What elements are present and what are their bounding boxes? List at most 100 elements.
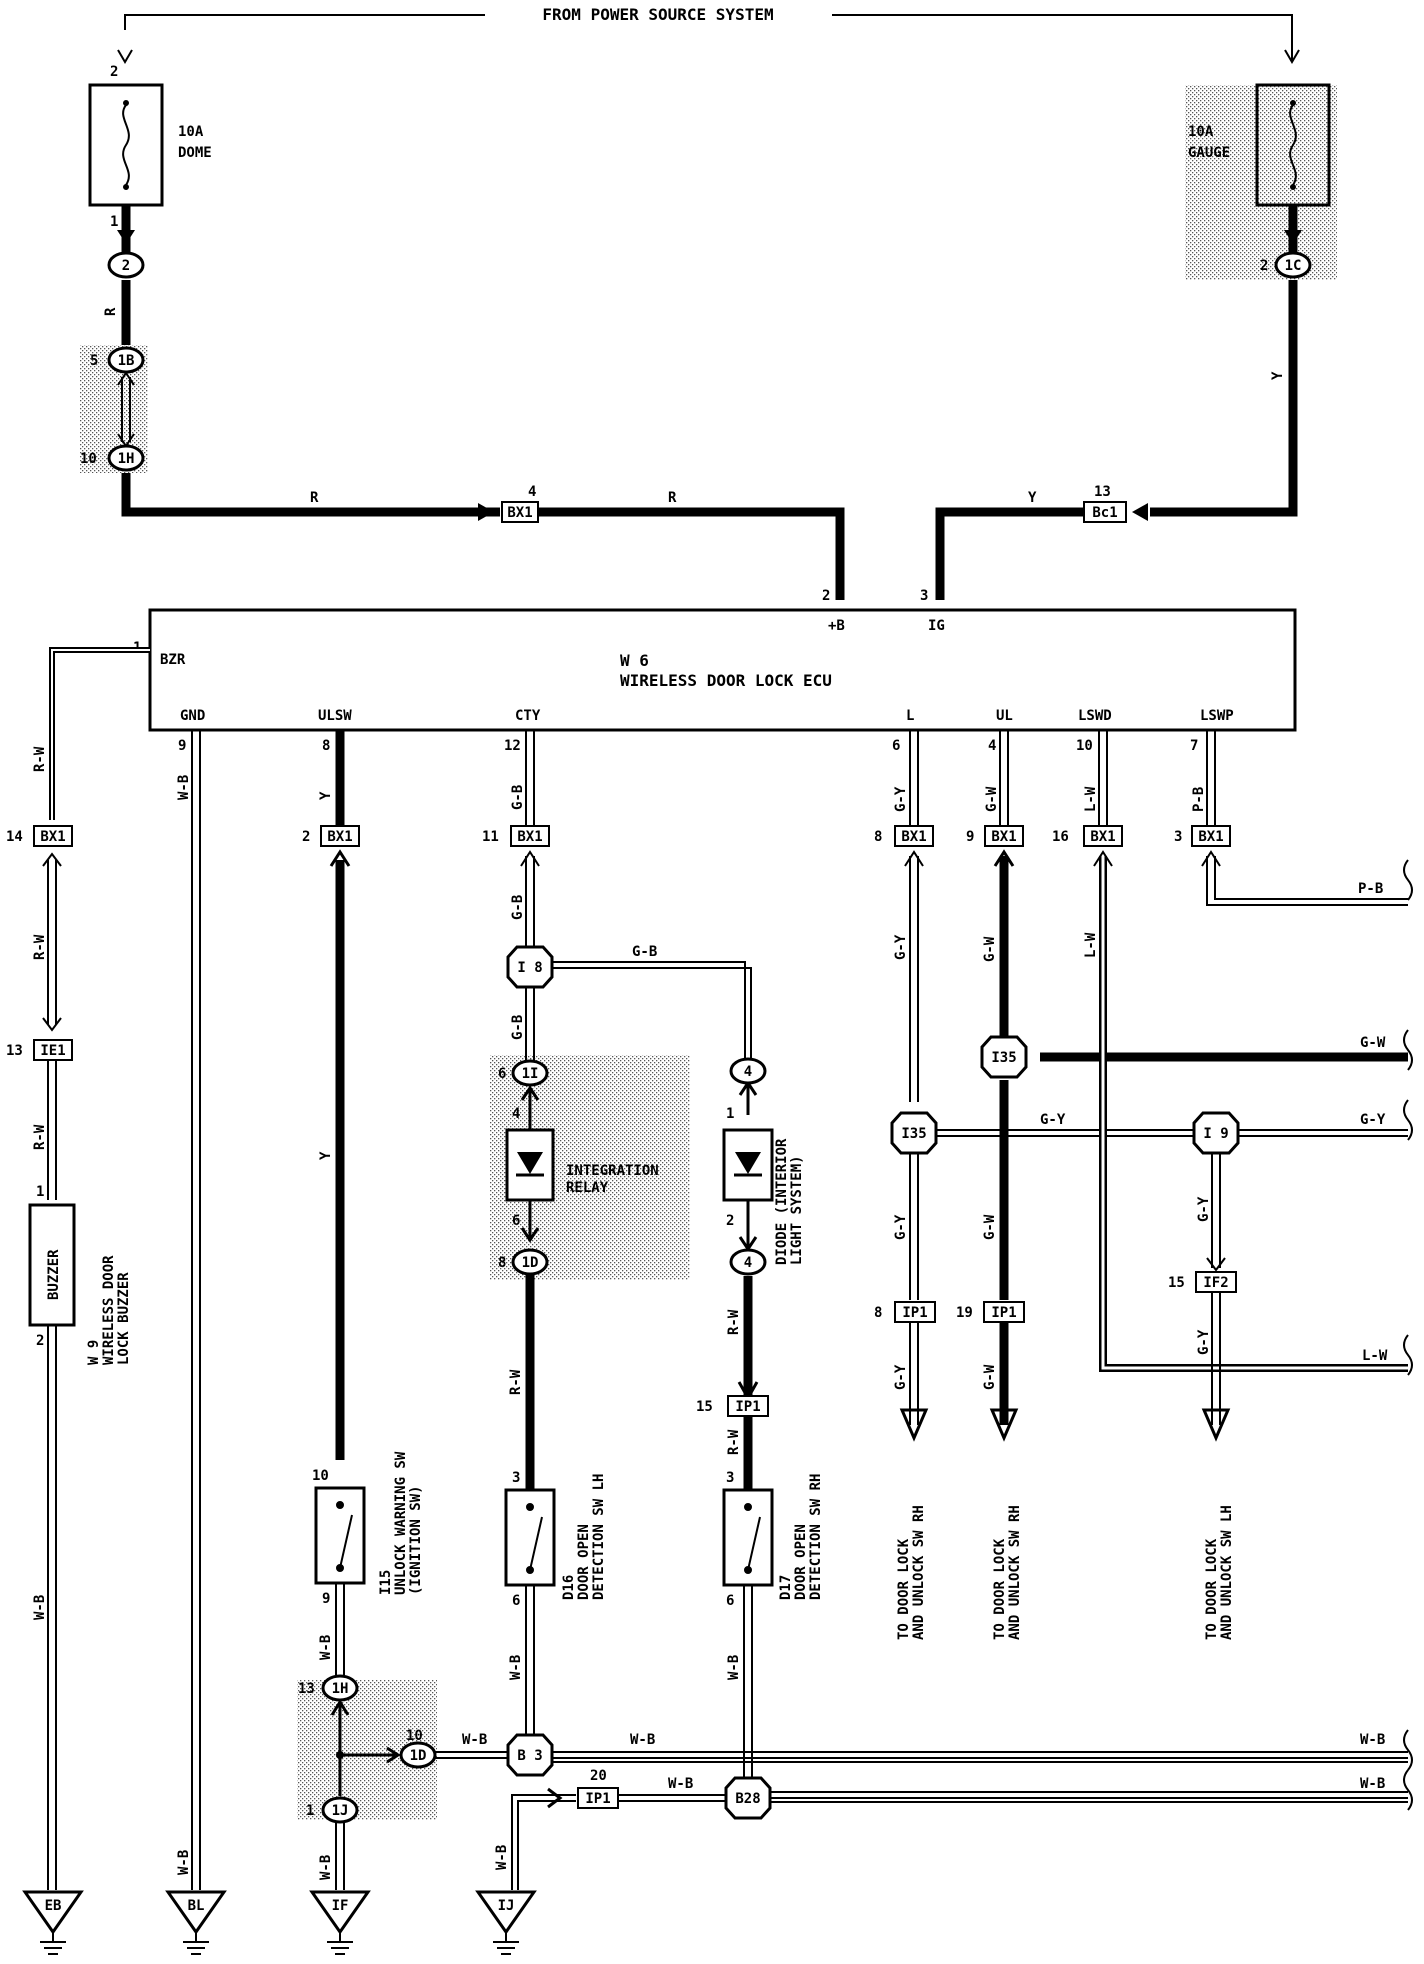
buzzer-name: WIRELESS DOOR: [101, 1255, 117, 1365]
pin-1-diode: 1: [726, 1106, 734, 1122]
junction-oval-1j-label: 1J: [332, 1803, 349, 1819]
d17-name: DOOR OPEN: [793, 1524, 809, 1600]
wire-if2: [1201, 1153, 1231, 1442]
pin-2-buzzer: 2: [36, 1333, 44, 1349]
dest-rh1-line2: AND UNLOCK SW RH: [911, 1505, 927, 1640]
wire-label-gw-ul-3: G-W: [982, 1214, 998, 1240]
junction-oval-2-label: 2: [122, 258, 130, 274]
i15-name2: (IGNITION SW): [408, 1485, 424, 1595]
wire-label-wb-buzzer: W-B: [32, 1595, 48, 1620]
wire-l: [899, 730, 1408, 1442]
fuse-gauge-name: GAUGE: [1188, 145, 1230, 161]
wire-label-gw-horiz: G-W: [1360, 1035, 1386, 1051]
wire-label-r-3: R: [668, 490, 677, 506]
junction-i35-left: [890, 1111, 938, 1155]
wire-label-wb-bus-4: W-B: [668, 1776, 693, 1792]
connector-ip1-19: [983, 1301, 1025, 1323]
junction-oval-1h-lower: [321, 1674, 359, 1702]
pin-4-ul: 4: [988, 738, 996, 754]
diode-name2: LIGHT SYSTEM): [789, 1155, 805, 1265]
wire-label-pb-2: P-B: [1358, 881, 1383, 897]
pin-8-1d: 8: [498, 1255, 506, 1271]
pin-4-relay: 4: [512, 1106, 520, 1122]
d17-name2: DETECTION SW RH: [808, 1474, 824, 1600]
wire-label-gy-l-2: G-Y: [893, 934, 909, 960]
ground-bl-label: BL: [188, 1898, 205, 1914]
ground-if: [309, 1890, 371, 1955]
pin-8-ulsw: 8: [322, 738, 330, 754]
wire-label-gw-ul-2: G-W: [982, 936, 998, 962]
junction-oval-1c: [1274, 251, 1312, 279]
wire-label-wb-bus-1: W-B: [462, 1732, 487, 1748]
pin-9-gnd: 9: [178, 738, 186, 754]
connector-bx1-14-label: BX1: [40, 829, 65, 845]
junction-oval-1j: [321, 1796, 359, 1824]
wire-label-gy-l-1: G-Y: [893, 786, 909, 812]
wire-label-wb-d16: W-B: [508, 1655, 524, 1680]
junction-oval-1b: [107, 346, 145, 374]
pin-7-lswp: 7: [1190, 738, 1198, 754]
pin-2-b: 2: [822, 588, 830, 604]
pin-10-1h: 10: [80, 451, 97, 467]
ecu-code: W 6: [620, 651, 649, 670]
wire-label-rw-d16: R-W: [508, 1369, 524, 1395]
pin-11-bx1: 11: [482, 829, 499, 845]
wire-label-r-1: R: [103, 307, 119, 316]
integration-relay: [505, 1128, 555, 1202]
wire-label-rw-diode: R-W: [726, 1309, 742, 1335]
wire-breaks-right: [1403, 859, 1413, 1811]
i15-name: UNLOCK WARNING SW: [393, 1451, 409, 1595]
ground-eb-label: EB: [45, 1898, 62, 1914]
terminal-lswd: LSWD: [1078, 708, 1112, 724]
d16-name: DOOR OPEN: [576, 1524, 592, 1600]
i15-code: I15: [378, 1570, 394, 1595]
connector-bx1-8: [894, 825, 934, 847]
wire-ulsw: [329, 730, 351, 1460]
wire-label-gb-horiz: G-B: [632, 944, 657, 960]
connector-bc1-label: Bc1: [1092, 505, 1117, 521]
wire-label-wb-i15: W-B: [318, 1635, 334, 1660]
wire-label-lw-2: L-W: [1083, 932, 1099, 958]
connector-bx1-11-label: BX1: [517, 829, 542, 845]
pin-8-ip1: 8: [874, 1305, 882, 1321]
wire-label-rw-2: R-W: [32, 934, 48, 960]
relay-name: INTEGRATION: [566, 1163, 659, 1179]
connector-bc1: [1083, 501, 1127, 523]
pin-8-bx1: 8: [874, 829, 882, 845]
junction-oval-1d-lower: [399, 1741, 437, 1769]
wire-label-gy-horiz-2: G-Y: [1360, 1112, 1386, 1128]
wire-cty: [520, 730, 752, 1243]
dest-rh2-line1: TO DOOR LOCK: [992, 1538, 1008, 1640]
connector-if2: [1195, 1271, 1237, 1293]
connector-bx1-9-label: BX1: [991, 829, 1016, 845]
connector-bx1-9: [984, 825, 1024, 847]
fuse-gauge-pin-out: 2: [1260, 258, 1268, 274]
fuse-dome-pin-in: 2: [110, 64, 118, 80]
wire-wb-d17: [743, 1585, 753, 1780]
connector-if2-label: IF2: [1203, 1275, 1228, 1291]
pin-3-ig: 3: [920, 588, 928, 604]
junction-oval-4-lower-label: 4: [744, 1255, 752, 1271]
connector-bx1-14: [33, 825, 73, 847]
connector-ip1-20: [577, 1787, 619, 1809]
pin-6-1i: 6: [498, 1066, 506, 1082]
dest-rh2-line2: AND UNLOCK SW RH: [1007, 1505, 1023, 1640]
relay-name2: RELAY: [566, 1180, 609, 1196]
buzzer-w9: [28, 1203, 76, 1327]
wire-label-gw-ul-1: G-W: [984, 786, 1000, 812]
d17-code: D17: [778, 1575, 794, 1600]
wire-label-wb-gnd-1: W-B: [176, 775, 192, 800]
pin-4-bx1-top: 4: [528, 484, 536, 500]
junction-oval-1i: [511, 1059, 549, 1087]
pin-2-diode: 2: [726, 1213, 734, 1229]
terminal-ul: UL: [996, 708, 1013, 724]
ecu-name: WIRELESS DOOR LOCK ECU: [620, 671, 832, 690]
connector-ip1-20-label: IP1: [585, 1791, 610, 1807]
wire-label-wb-bus-5: W-B: [1360, 1776, 1385, 1792]
connector-bx1-3: [1191, 825, 1231, 847]
connector-bx1-2: [320, 825, 360, 847]
switch-d16-contact: [526, 1503, 543, 1574]
pin-13-ie1: 13: [6, 1043, 23, 1059]
shade-zone-fuse-gauge: [1185, 85, 1337, 280]
junction-i35-left-label: I35: [901, 1126, 926, 1142]
